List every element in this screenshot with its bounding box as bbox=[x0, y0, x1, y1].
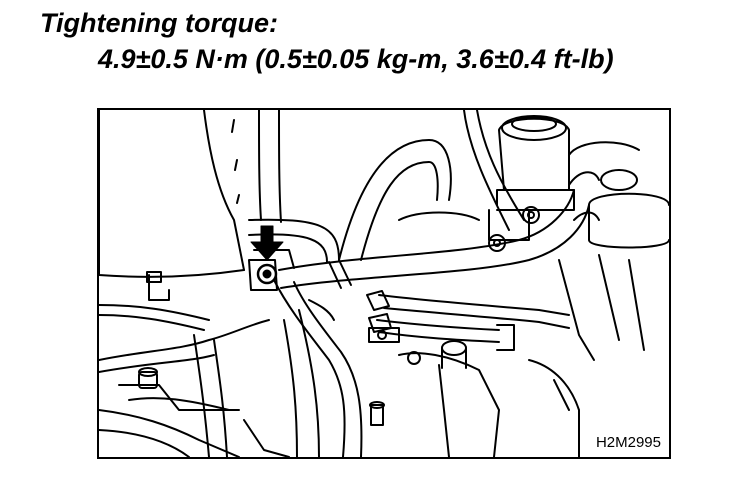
down-arrow-icon bbox=[250, 225, 284, 261]
figure-code: H2M2995 bbox=[595, 434, 661, 451]
descending-hose bbox=[273, 279, 363, 457]
body-panel bbox=[99, 110, 245, 278]
lower-left-assembly bbox=[99, 271, 385, 457]
bolt-icon bbox=[256, 263, 278, 285]
upper-hoses bbox=[258, 110, 525, 261]
bolt-bracket bbox=[248, 249, 295, 291]
torque-spec: 4.9±0.5 N·m (0.5±0.05 kg-m, 3.6±0.4 ft-l… bbox=[98, 44, 614, 74]
center-housing bbox=[398, 340, 580, 457]
lower-hoses bbox=[368, 294, 570, 365]
engine-illustration: H2M2995 bbox=[97, 108, 671, 459]
tank bbox=[558, 141, 669, 361]
main-hose bbox=[248, 171, 600, 289]
heading: Tightening torque: bbox=[40, 8, 278, 38]
